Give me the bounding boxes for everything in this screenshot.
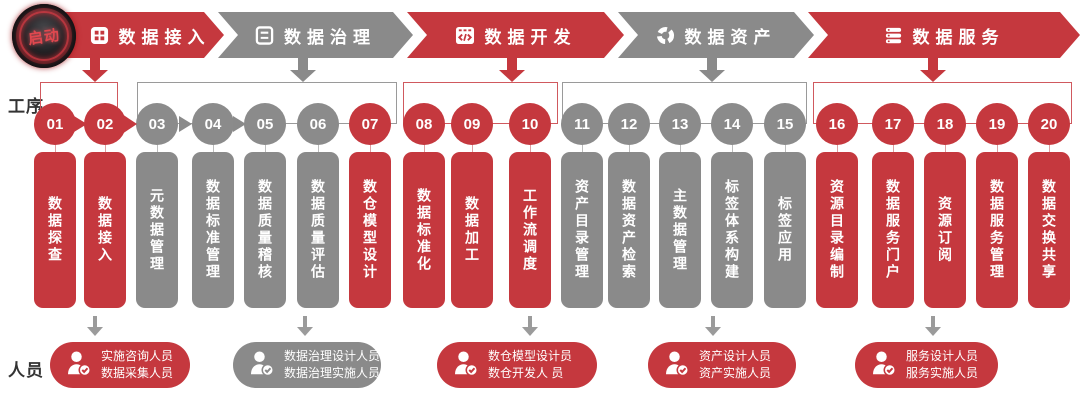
personnel-down-arrow-icon xyxy=(521,316,539,338)
person-check-icon xyxy=(869,348,899,383)
step-bar: 标签应用 xyxy=(764,152,806,308)
step-bar: 数据服务管理 xyxy=(976,152,1018,308)
list-icon xyxy=(255,26,274,45)
step-circle: 14 xyxy=(711,103,753,145)
step-circle: 15 xyxy=(764,103,806,145)
personnel-pill-development: 数仓模型设计员 数仓开发人 员 xyxy=(437,342,597,388)
phase-banner-data-assets: 数据资产 xyxy=(618,12,814,58)
phase-banner-data-governance: 数据治理 xyxy=(218,12,413,58)
step-arrow-icon xyxy=(122,114,137,134)
step-bar: 标签体系构建 xyxy=(711,152,753,308)
step-circle: 08 xyxy=(403,103,445,145)
step-circle: 20 xyxy=(1028,103,1070,145)
grid-icon xyxy=(90,26,109,45)
personnel-role: 数据采集人员 xyxy=(101,366,174,380)
step-bar: 数据服务门户 xyxy=(872,152,914,308)
personnel-role: 服务实施人员 xyxy=(906,366,979,380)
personnel-role: 实施咨询人员 xyxy=(101,348,174,363)
personnel-pill-governance: 数据治理设计人员 数据治理实施人员 xyxy=(233,342,381,388)
person-check-icon xyxy=(64,348,94,383)
step-circle: 02 xyxy=(84,103,126,145)
phase-down-arrow-icon xyxy=(82,57,108,83)
personnel-role: 数仓开发人 员 xyxy=(488,366,564,380)
phase-banner-data-access: 数据接入 xyxy=(62,12,224,58)
personnel-down-arrow-icon xyxy=(296,316,314,338)
phase-label: 数据服务 xyxy=(912,27,1005,47)
code-icon xyxy=(455,26,475,45)
step-circle: 12 xyxy=(608,103,650,145)
person-check-icon xyxy=(662,348,692,383)
step-bar: 数据加工 xyxy=(451,152,493,308)
step-circle: 19 xyxy=(976,103,1018,145)
donut-icon xyxy=(656,26,675,45)
step-bar: 数据接入 xyxy=(84,152,126,308)
phase-down-arrow-icon xyxy=(499,57,525,83)
personnel-role: 数仓模型设计员 xyxy=(488,348,573,363)
phase-label: 数据资产 xyxy=(684,27,777,47)
step-bar: 资源订阅 xyxy=(924,152,966,308)
person-check-icon xyxy=(451,348,481,383)
personnel-down-arrow-icon xyxy=(704,316,722,338)
phase-label: 数据接入 xyxy=(118,27,211,47)
step-bar: 数据资产检索 xyxy=(608,152,650,308)
personnel-role: 数据治理实施人员 xyxy=(284,366,381,380)
step-circle: 03 xyxy=(136,103,178,145)
step-bar: 数据交换共享 xyxy=(1028,152,1070,308)
step-bar: 数仓模型设计 xyxy=(349,152,391,308)
step-arrow-icon xyxy=(74,116,87,132)
personnel-down-arrow-icon xyxy=(924,316,942,338)
phase-down-arrow-icon xyxy=(699,57,725,83)
step-bar: 数据标准管理 xyxy=(192,152,234,308)
step-circle: 11 xyxy=(561,103,603,145)
step-circle: 10 xyxy=(509,103,551,145)
personnel-role: 数据治理设计人员 xyxy=(284,348,381,363)
process-row-label: 工序 xyxy=(8,97,44,116)
phase-label: 数据治理 xyxy=(284,27,376,47)
step-bar: 元数据管理 xyxy=(136,152,178,308)
step-circle: 16 xyxy=(816,103,858,145)
phase-label: 数据开发 xyxy=(484,27,577,47)
step-circle: 13 xyxy=(659,103,701,145)
step-circle: 09 xyxy=(451,103,493,145)
phase-down-arrow-icon xyxy=(920,57,946,83)
step-arrow-icon xyxy=(233,116,246,132)
phase-banner-data-development: 数据开发 xyxy=(407,12,624,58)
stack-icon xyxy=(884,26,903,45)
step-bar: 数据质量评估 xyxy=(297,152,339,308)
personnel-down-arrow-icon xyxy=(86,316,104,338)
personnel-pill-services: 服务设计人员 服务实施人员 xyxy=(855,342,998,388)
step-bar: 资源目录编制 xyxy=(816,152,858,308)
step-arrow-icon xyxy=(179,116,192,132)
step-circle: 18 xyxy=(924,103,966,145)
step-circle: 17 xyxy=(872,103,914,145)
start-logo-label: 启动 xyxy=(27,26,62,48)
logo-ring-decoration xyxy=(19,11,69,61)
step-circle: 04 xyxy=(192,103,234,145)
personnel-role: 资产实施人员 xyxy=(699,366,772,380)
step-circle: 06 xyxy=(297,103,339,145)
step-bar: 数据探查 xyxy=(34,152,76,308)
start-logo: 启动 xyxy=(12,4,76,68)
personnel-row-label: 人员 xyxy=(8,361,44,380)
step-bar: 主数据管理 xyxy=(659,152,701,308)
step-circle: 05 xyxy=(244,103,286,145)
phase-banner-data-services: 数据服务 xyxy=(808,12,1080,58)
personnel-pill-access: 实施咨询人员 数据采集人员 xyxy=(50,342,190,388)
personnel-pill-assets: 资产设计人员 资产实施人员 xyxy=(648,342,796,388)
step-circle: 01 xyxy=(34,103,76,145)
personnel-role: 资产设计人员 xyxy=(699,348,772,363)
step-bar: 资产目录管理 xyxy=(561,152,603,308)
personnel-role: 服务设计人员 xyxy=(906,348,979,363)
step-bar: 数据标准化 xyxy=(403,152,445,308)
person-check-icon xyxy=(247,348,277,383)
phase-down-arrow-icon xyxy=(290,57,316,83)
step-bar: 数据质量稽核 xyxy=(244,152,286,308)
step-circle: 07 xyxy=(349,103,391,145)
step-bar: 工作流调度 xyxy=(509,152,551,308)
